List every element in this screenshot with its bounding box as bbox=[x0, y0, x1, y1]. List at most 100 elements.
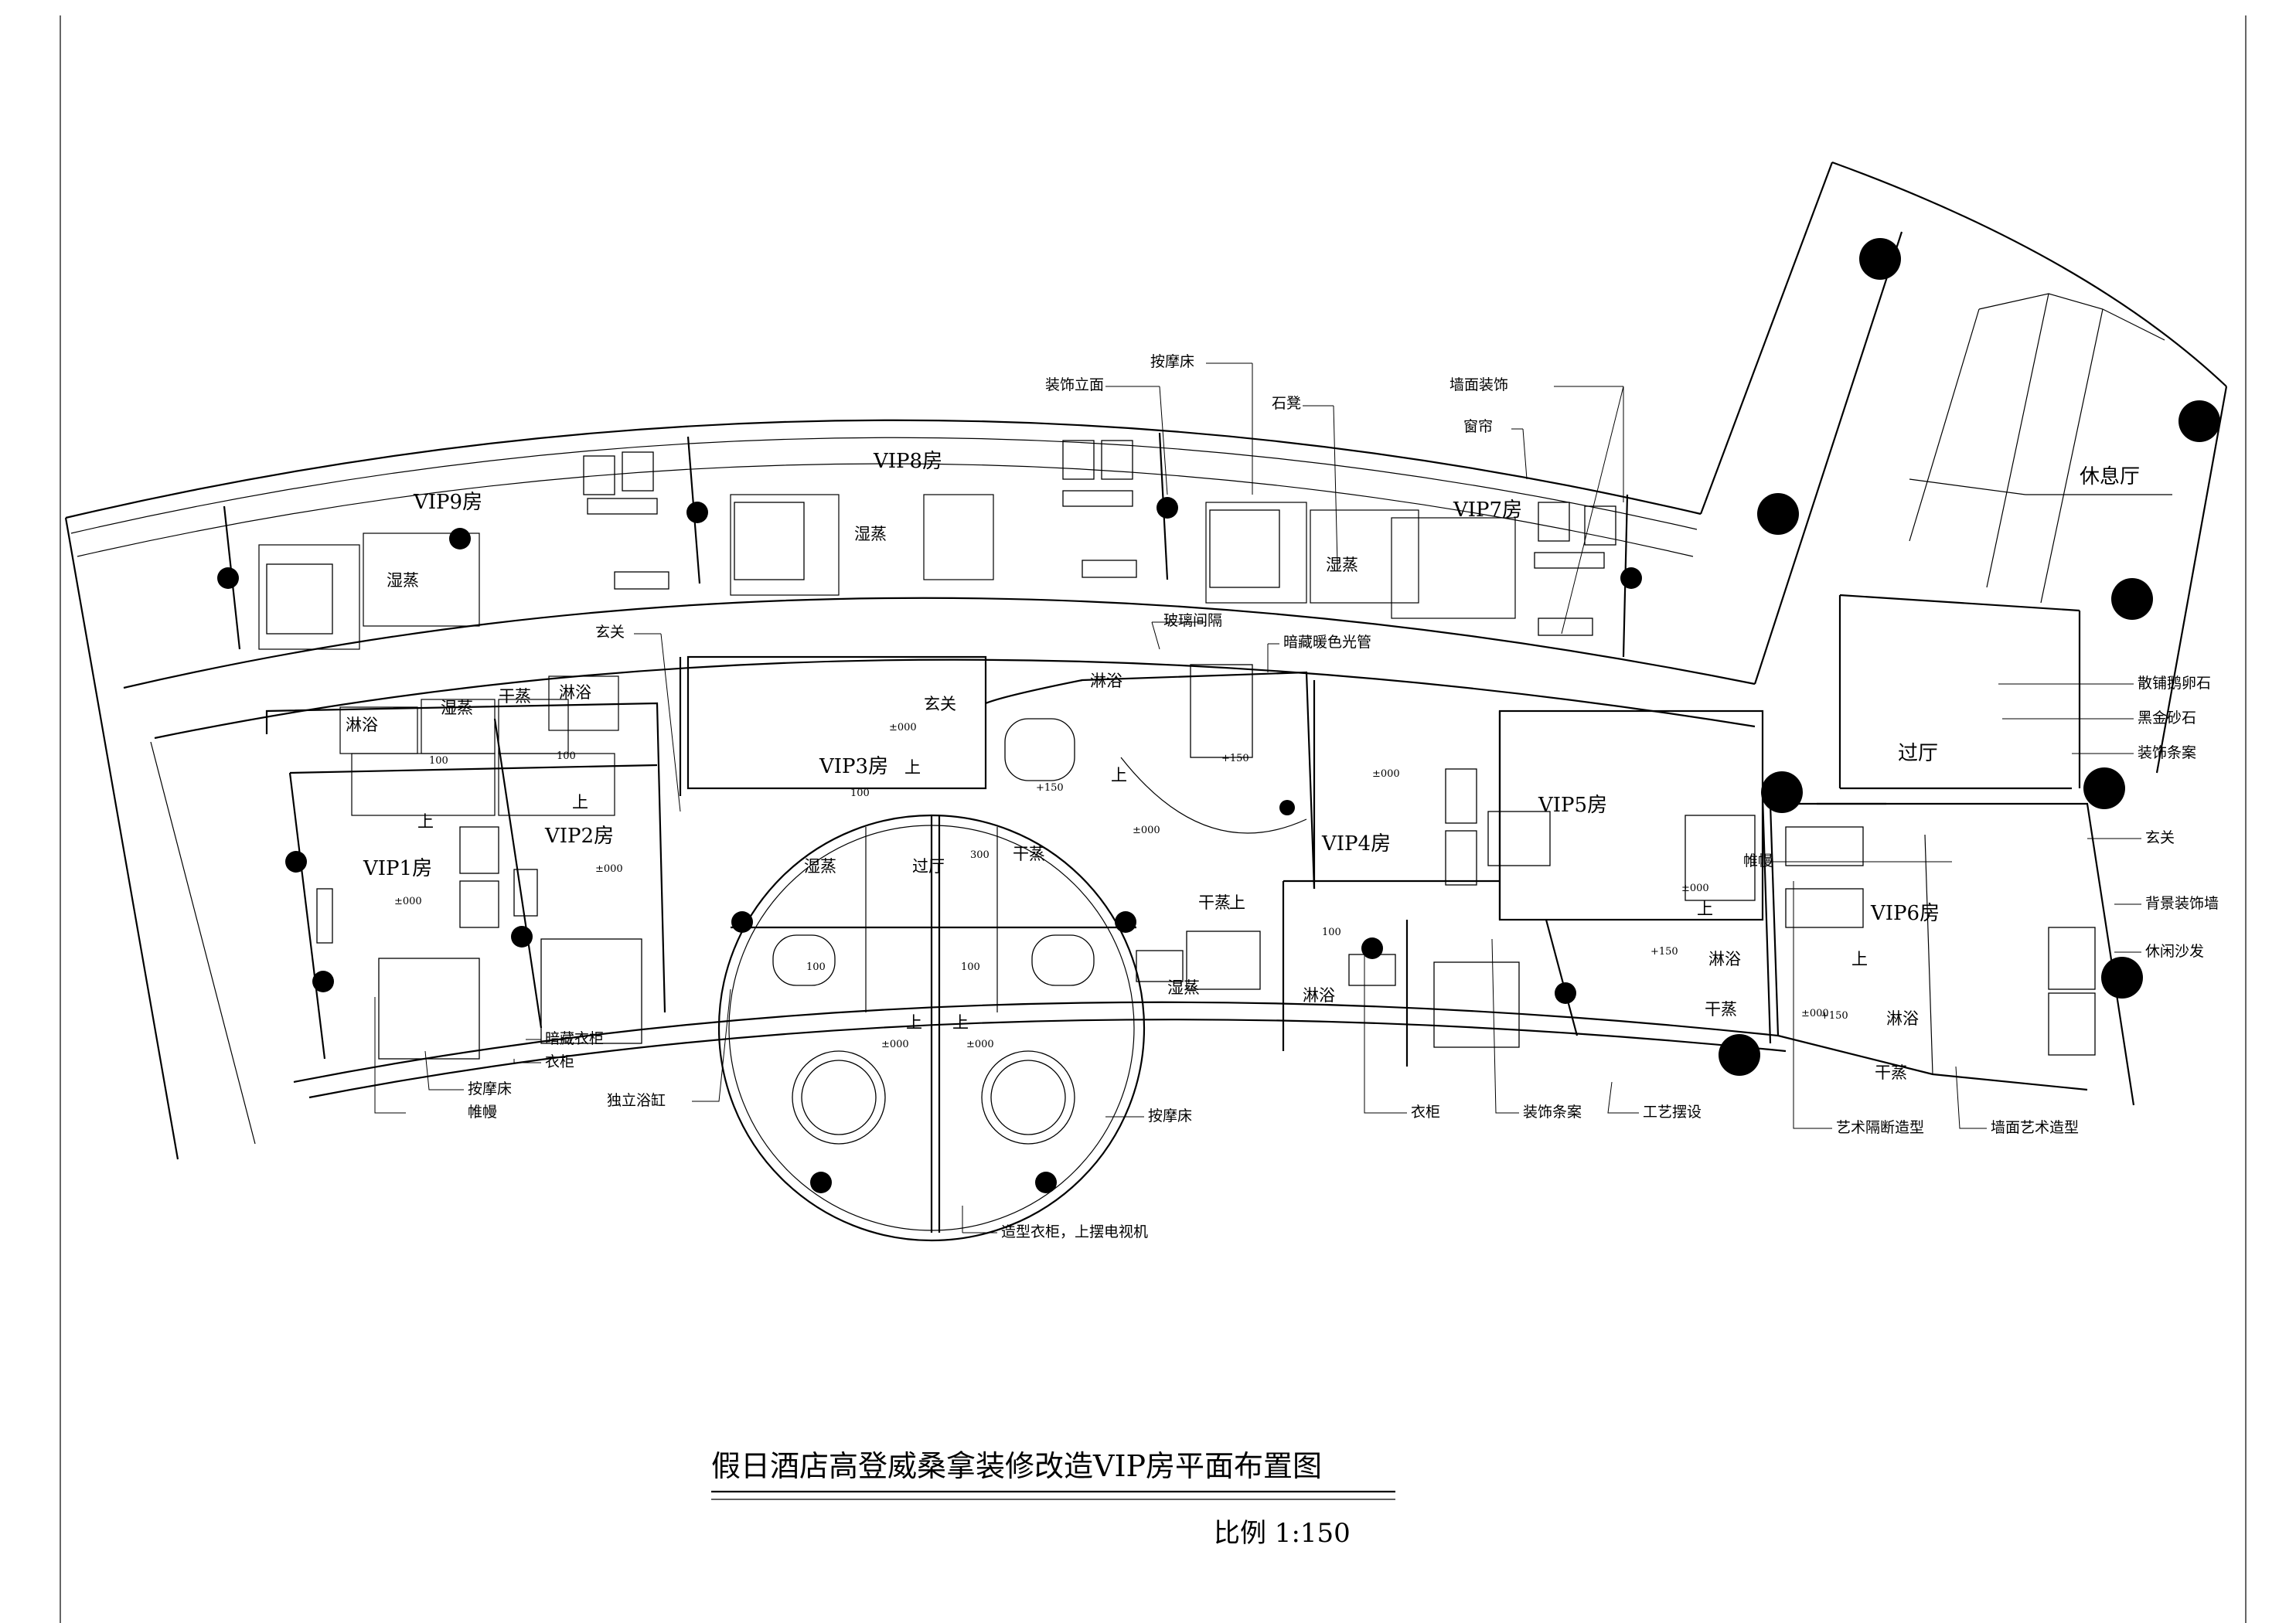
annotation-massage-bed: 按摩床 bbox=[468, 1080, 512, 1097]
up-mark: 上 bbox=[1851, 950, 1868, 968]
level-mark: ±000 bbox=[394, 896, 422, 907]
room-label-vip4: VIP4房 bbox=[1321, 832, 1391, 856]
column bbox=[511, 926, 533, 948]
column bbox=[1115, 911, 1136, 933]
column bbox=[1279, 800, 1295, 815]
annotation-tv-wardrobe: 造型衣柜，上摆电视机 bbox=[1001, 1223, 1148, 1240]
column bbox=[1719, 1034, 1760, 1076]
leader-lines bbox=[374, 362, 2141, 1233]
room-label-vip1: VIP1房 bbox=[363, 857, 432, 880]
top-row-furniture bbox=[266, 440, 1616, 636]
label-shower: 淋浴 bbox=[559, 683, 591, 702]
up-mark: 上 bbox=[1697, 900, 1713, 918]
annotation-deco-table: 装饰条案 bbox=[1523, 1104, 1582, 1121]
label-shower: 淋浴 bbox=[346, 716, 378, 734]
room-label-vip8: VIP8房 bbox=[873, 450, 942, 473]
label-shower: 淋浴 bbox=[1090, 672, 1122, 690]
level-mark: 100 bbox=[806, 961, 826, 973]
up-mark: 上 bbox=[417, 812, 434, 831]
column bbox=[1157, 497, 1178, 519]
level-mark: 300 bbox=[970, 849, 990, 861]
annotation-glass-partition: 玻璃间隔 bbox=[1163, 612, 1222, 629]
annotation-wardrobe: 衣柜 bbox=[545, 1053, 574, 1070]
annotation-curtain-canopy: 帷幔 bbox=[468, 1104, 497, 1121]
level-mark: +150 bbox=[1821, 1010, 1848, 1022]
level-mark: ±000 bbox=[1681, 883, 1709, 894]
room-label-vip2: VIP2房 bbox=[544, 825, 614, 848]
label-dry-sauna: 干蒸 bbox=[1875, 1063, 1907, 1082]
level-mark: +150 bbox=[1221, 753, 1249, 764]
annotation-stone-bench: 石凳 bbox=[1272, 395, 1301, 412]
annotation-hidden-light: 暗藏暖色光管 bbox=[1283, 634, 1371, 651]
structural-columns bbox=[217, 238, 2220, 1193]
column bbox=[2178, 400, 2220, 442]
room-label-vip9: VIP9房 bbox=[413, 491, 482, 514]
column bbox=[1757, 493, 1799, 535]
annotation-hidden-wardrobe: 暗藏衣柜 bbox=[545, 1030, 604, 1047]
annotation-bg-wall: 背景装饰墙 bbox=[2145, 895, 2219, 912]
up-mark: 上 bbox=[904, 758, 921, 777]
column bbox=[285, 851, 307, 873]
room-labels: VIP9房 VIP8房 VIP7房 VIP1房 VIP2房 VIP3房 VIP4… bbox=[363, 450, 2140, 925]
level-mark: ±000 bbox=[966, 1039, 994, 1050]
room-label-vip3: VIP3房 bbox=[819, 755, 888, 778]
annotation-wall-art: 墙面艺术造型 bbox=[1991, 1119, 2079, 1136]
label-dry-sauna: 干蒸 bbox=[1705, 1000, 1737, 1019]
annotation-deco-elevation: 装饰立面 bbox=[1045, 376, 1104, 393]
level-mark: 100 bbox=[1322, 927, 1341, 938]
up-mark: 上 bbox=[906, 1013, 922, 1032]
column bbox=[1620, 567, 1642, 589]
annotation-massage-bed: 按摩床 bbox=[1150, 353, 1194, 370]
drawing-title: 假日酒店高登威桑拿装修改造VIP房平面布置图 bbox=[711, 1449, 1322, 1483]
level-mark: ±000 bbox=[595, 863, 623, 875]
annotation-freestanding-tub: 独立浴缸 bbox=[607, 1092, 666, 1109]
annotations: 按摩床 装饰立面 石凳 墙面装饰 窗帘 玄关 玻璃间隔 暗藏暖色光管 散铺鹅卵石… bbox=[468, 353, 2219, 1240]
annotation-foyer: 玄关 bbox=[595, 624, 625, 641]
room-label-vip7: VIP7房 bbox=[1453, 498, 1522, 522]
level-mark: +150 bbox=[1650, 946, 1678, 958]
drawing-scale: 比例 1:150 bbox=[1214, 1518, 1351, 1549]
up-mark: 上 bbox=[1229, 893, 1245, 912]
level-mark: ±000 bbox=[1372, 768, 1400, 780]
up-mark: 上 bbox=[952, 1013, 969, 1032]
column bbox=[1035, 1172, 1057, 1193]
label-shower: 淋浴 bbox=[1708, 950, 1741, 968]
title-block: 假日酒店高登威桑拿装修改造VIP房平面布置图 比例 1:150 bbox=[711, 1449, 1395, 1549]
label-foyer: 玄关 bbox=[924, 695, 956, 713]
label-steam: 湿蒸 bbox=[804, 857, 836, 876]
elevation-marks: ±000 ±000 ±000 ±000 ±000 ±000 ±000 ±000 … bbox=[394, 722, 1868, 1050]
annotation-deco-table: 装饰条案 bbox=[2138, 744, 2196, 761]
annotation-pebbles: 散铺鹅卵石 bbox=[2138, 675, 2211, 692]
column bbox=[217, 567, 239, 589]
level-mark: 100 bbox=[961, 961, 980, 973]
column bbox=[1361, 937, 1383, 959]
annotation-wardrobe: 衣柜 bbox=[1411, 1104, 1440, 1121]
label-steam: 湿蒸 bbox=[854, 525, 887, 543]
label-steam: 湿蒸 bbox=[1326, 556, 1358, 574]
column bbox=[2101, 957, 2143, 999]
annotation-curtain: 窗帘 bbox=[1463, 418, 1493, 435]
room-label-hall: 过厅 bbox=[1898, 742, 1938, 765]
level-mark: 100 bbox=[429, 755, 448, 767]
label-dry-sauna: 干蒸 bbox=[1013, 845, 1045, 863]
room-label-vip6: VIP6房 bbox=[1870, 902, 1940, 925]
right-block-walls bbox=[985, 664, 2096, 1075]
level-mark: +150 bbox=[1036, 782, 1064, 794]
level-mark: 100 bbox=[850, 788, 870, 799]
label-shower: 淋浴 bbox=[1886, 1009, 1919, 1028]
subroom-labels: 湿蒸 湿蒸 湿蒸 淋浴 湿蒸 干蒸 淋浴 玄关 湿蒸 干蒸 淋浴 干蒸 湿蒸 淋… bbox=[346, 525, 1919, 1082]
column bbox=[312, 971, 334, 992]
annotation-wall-deco: 墙面装饰 bbox=[1449, 376, 1508, 393]
annotation-craft-display: 工艺摆设 bbox=[1643, 1104, 1702, 1121]
annotation-massage-bed: 按摩床 bbox=[1148, 1108, 1192, 1125]
annotation-black-gold-sand: 黑金砂石 bbox=[2138, 709, 2196, 726]
label-steam: 湿蒸 bbox=[387, 571, 419, 590]
label-dry-sauna: 干蒸 bbox=[1198, 893, 1231, 912]
column bbox=[810, 1172, 832, 1193]
label-steam: 湿蒸 bbox=[441, 699, 473, 717]
level-mark: ±000 bbox=[881, 1039, 909, 1050]
column bbox=[686, 502, 708, 523]
left-block-walls bbox=[265, 675, 666, 1060]
level-mark: 100 bbox=[557, 750, 576, 762]
